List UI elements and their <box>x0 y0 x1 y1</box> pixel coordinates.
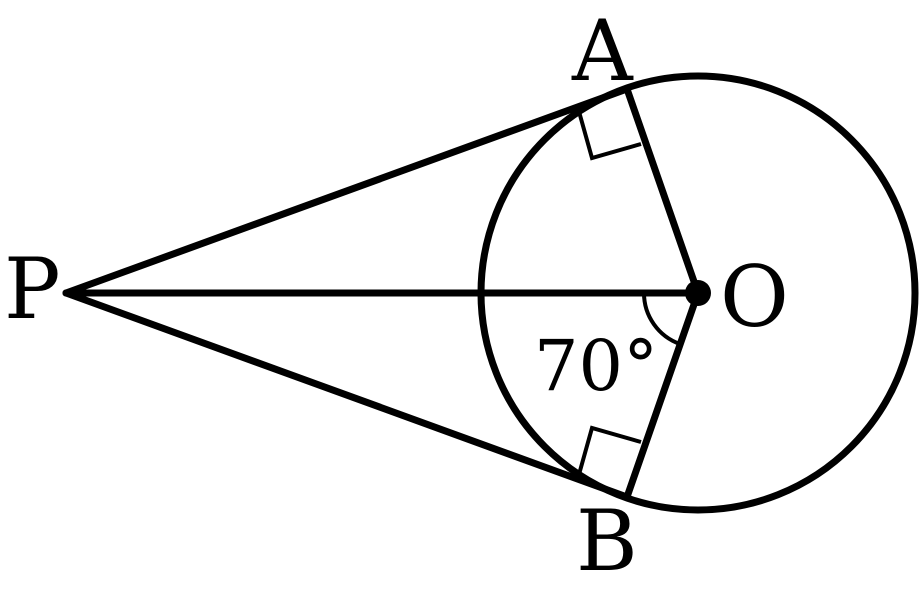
label-o: O <box>720 248 789 346</box>
label-p: P <box>4 240 61 338</box>
right-angle-marker-b <box>576 425 642 479</box>
radius-oa <box>623 85 702 297</box>
tangent-pa <box>62 85 631 297</box>
center-point-o <box>685 280 711 306</box>
tangent-pb <box>62 289 631 501</box>
angle-arc-o <box>641 292 681 346</box>
angle-label-70: 70° <box>534 325 658 407</box>
right-angle-marker-a <box>576 107 642 161</box>
label-a: A <box>571 2 634 100</box>
radius-ob <box>623 289 702 501</box>
label-b: B <box>576 492 638 590</box>
